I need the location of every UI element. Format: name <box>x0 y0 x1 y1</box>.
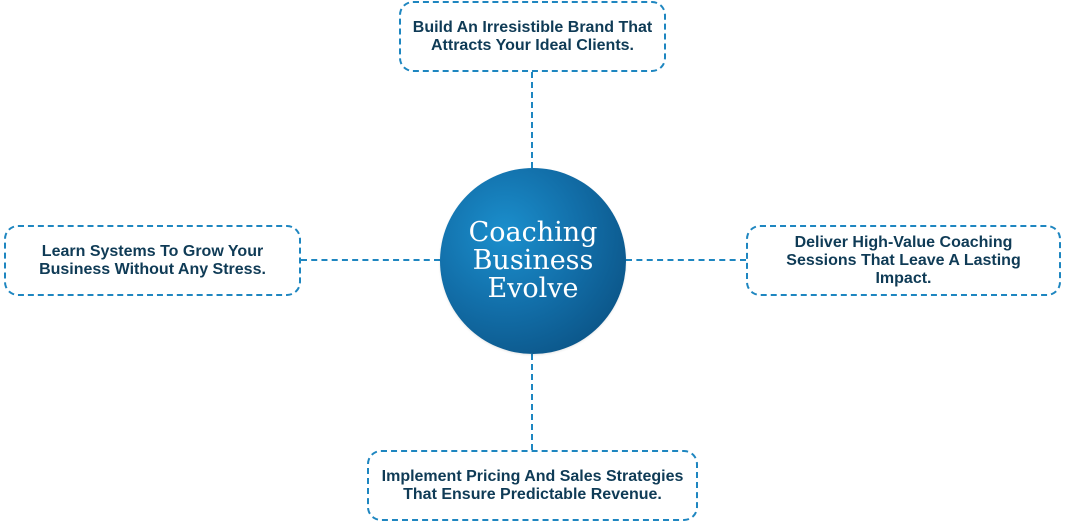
node-left-text: Learn Systems To Grow Your Business With… <box>39 242 266 278</box>
node-right-text: Deliver High-Value Coaching Sessions Tha… <box>786 233 1021 287</box>
node-top-text: Build An Irresistible Brand That Attract… <box>412 18 653 54</box>
node-bottom-text: Implement Pricing And Sales Strategies T… <box>381 467 684 503</box>
center-title-line-2: Business <box>472 245 594 276</box>
center-title-line-3: Evolve <box>487 273 579 304</box>
node-bottom-implement-pricing: Implement Pricing And Sales Strategies T… <box>367 450 698 521</box>
connector-top <box>531 72 533 168</box>
center-title: Coaching Business Evolve <box>463 219 603 303</box>
center-title-line-1: Coaching <box>468 217 598 248</box>
connector-bottom <box>531 354 533 450</box>
node-top-build-brand: Build An Irresistible Brand That Attract… <box>399 1 666 72</box>
connector-left <box>301 259 440 261</box>
node-left-learn-systems: Learn Systems To Grow Your Business With… <box>4 225 301 296</box>
node-right-deliver-sessions: Deliver High-Value Coaching Sessions Tha… <box>746 225 1061 296</box>
center-circle: Coaching Business Evolve <box>440 168 626 354</box>
connector-right <box>626 259 746 261</box>
